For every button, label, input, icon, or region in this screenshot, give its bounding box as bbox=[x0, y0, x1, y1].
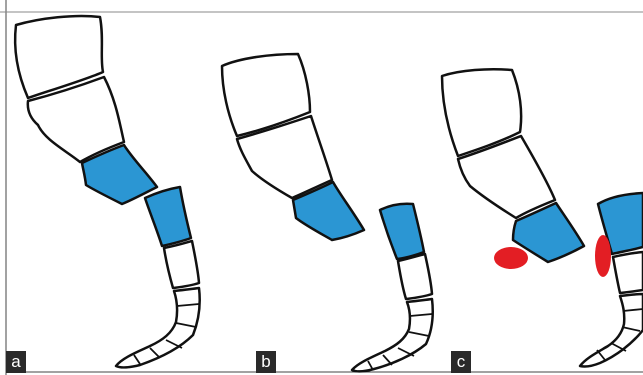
panel-c-vertebra-3 bbox=[613, 252, 643, 293]
panel-a-drawing bbox=[15, 16, 200, 367]
panel-label-c: c bbox=[451, 351, 471, 373]
panel-label-a: a bbox=[6, 351, 26, 373]
panel-b-drawing bbox=[222, 54, 433, 371]
panel-a-blue-segment-2 bbox=[145, 187, 191, 246]
panel-b-blue-segment-lower bbox=[380, 204, 424, 259]
red-marker-vertical bbox=[595, 235, 611, 277]
panel-c-drawing bbox=[442, 69, 643, 366]
panel-b-vertebra-3 bbox=[398, 254, 432, 299]
panel-label-b: b bbox=[256, 351, 276, 373]
red-marker-horizontal bbox=[494, 247, 528, 269]
panel-a-vertebra-3 bbox=[164, 241, 199, 288]
